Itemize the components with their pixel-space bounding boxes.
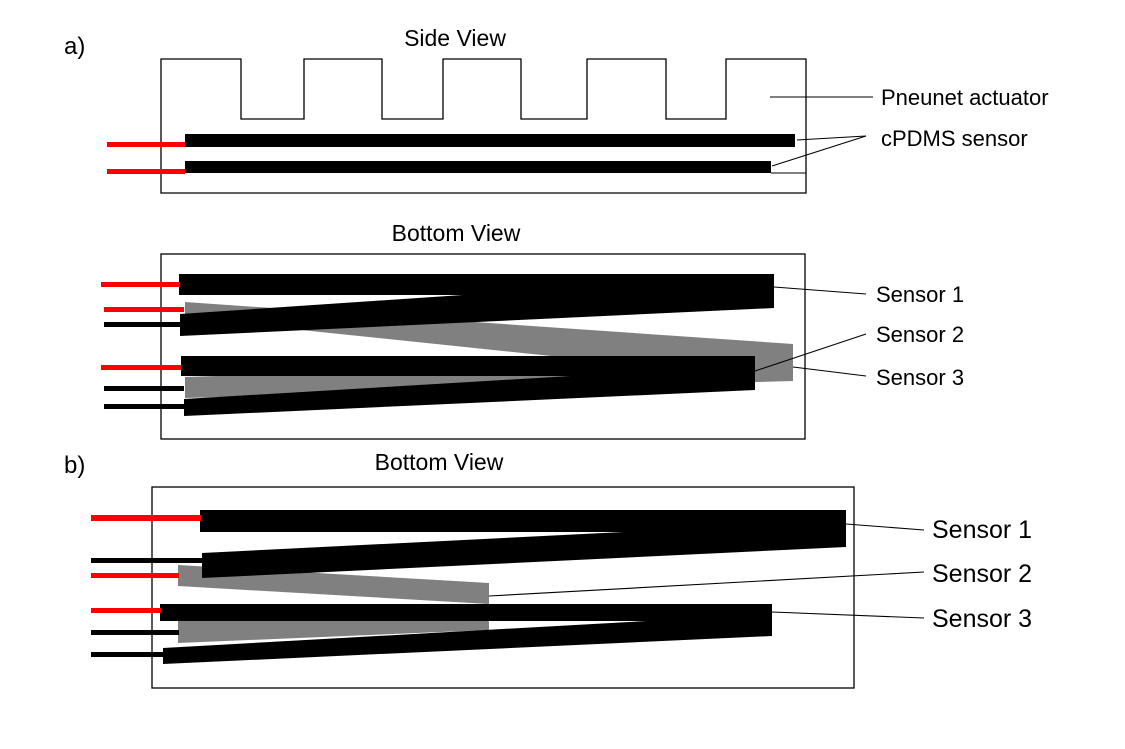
cpdms-sensor-label: cPDMS sensor [881,126,1028,151]
black-wire [104,386,184,391]
sensor-2-label-b: Sensor 2 [932,560,1032,588]
sensor-1-leader-line [845,523,925,531]
sensor-3-black-strip [163,614,772,664]
red-wire [104,307,184,312]
bottom-view-title-b: Bottom View [375,449,504,475]
sensor-3-leader-line [792,366,867,377]
actuator-bottom-outline-b [151,486,855,689]
red-wire [91,515,201,521]
panel-a-label: a) [64,33,85,60]
bottom-view-title-a: Bottom View [392,220,521,246]
sensor-leader-line [796,135,867,141]
sensor-3-black-strip [184,365,755,416]
sensor-1-black-strip [180,274,774,336]
black-wire [104,404,184,409]
sensor-1-leader-line [773,286,867,295]
sensor-leader-line [771,135,867,167]
sensor-2-leader-line [751,333,867,373]
red-wire [101,282,180,287]
sensor-1-black-strip [200,510,846,532]
cpdms-sensor-upper [185,134,795,147]
black-wire [104,322,184,327]
red-wire [107,169,185,174]
red-wire [107,142,185,147]
sensor-1-black-strip [202,521,846,578]
cpdms-sensor-lower [185,161,771,173]
pneunet-actuator-label: Pneunet actuator [881,85,1049,110]
side-view-title: Side View [404,25,506,51]
black-wire [91,652,164,657]
red-wire [91,573,179,578]
sensor-1-label-a: Sensor 1 [876,282,964,307]
sensor-3-label-b: Sensor 3 [932,605,1032,633]
sensor-2-leader-line [488,571,925,597]
sensor-3-black-strip [181,356,755,376]
sensor-1-label-b: Sensor 1 [932,516,1032,544]
black-wire [91,558,203,563]
sensor-2-label-a: Sensor 2 [876,322,964,347]
red-wire [91,608,161,613]
sensor-3-black-strip [160,604,772,621]
pneunet-actuator-outline [160,58,807,194]
black-wire [91,630,179,635]
red-wire [101,365,181,370]
actuator-bottom-outline-a [160,253,806,440]
sensor-3-leader-line [771,611,925,619]
sensor-3-label-a: Sensor 3 [876,365,964,390]
panel-b-label: b) [64,452,85,479]
